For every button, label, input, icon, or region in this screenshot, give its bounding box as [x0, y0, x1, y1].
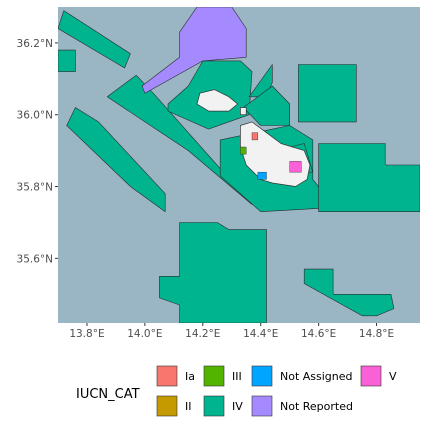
- x-tick-label: 13.8°E: [69, 328, 104, 340]
- legend-label: II: [185, 400, 192, 413]
- legend-key-v: [360, 365, 382, 387]
- x-tick-label: 14.6°E: [301, 328, 336, 340]
- protected-area-iv: [159, 222, 267, 323]
- legend-title: IUCN_CAT: [76, 387, 140, 402]
- protected-area-iv: [318, 143, 420, 212]
- legend-key-iv: [203, 395, 225, 417]
- map-panel: [58, 7, 420, 323]
- y-tick-label: 36.2°N: [17, 38, 53, 50]
- protected-area-iv: [298, 64, 357, 123]
- y-tick-label: 35.8°N: [17, 182, 53, 194]
- legend-label: V: [389, 370, 397, 383]
- legend-label: IV: [232, 400, 243, 413]
- legend-key-ia: [156, 365, 178, 387]
- legend-key-ii: [156, 395, 178, 417]
- x-tick-label: 14.0°E: [127, 328, 162, 340]
- legend-key-iii: [203, 365, 225, 387]
- legend-key-not-reported: [251, 395, 273, 417]
- protected-area-iii: [240, 146, 247, 155]
- legend-label: Not Assigned: [280, 370, 353, 383]
- x-tick-label: 14.4°E: [243, 328, 278, 340]
- protected-area-iv: [106, 74, 253, 205]
- legend-label: III: [232, 370, 242, 383]
- legend-label: Not Reported: [280, 400, 353, 413]
- protected-area-iv: [58, 10, 131, 69]
- protected-area-iv: [243, 85, 291, 126]
- legend-label: Ia: [185, 370, 195, 383]
- x-tick-label: 14.8°E: [359, 328, 394, 340]
- island-comino: [240, 107, 247, 116]
- protected-area-iv: [58, 49, 76, 72]
- island-gozo: [196, 89, 238, 112]
- map-axes: 13.8°E 14.0°E 14.2°E 14.4°E 14.6°E 14.8°E 35.6…: [17, 38, 395, 340]
- protected-area-not-reported: [141, 7, 247, 94]
- protected-area-not-assigned: [257, 171, 267, 180]
- y-tick-label: 35.6°N: [17, 253, 53, 265]
- protected-area-ia: [251, 132, 258, 141]
- x-tick-label: 14.2°E: [185, 328, 220, 340]
- legend-key-not-assigned: [251, 365, 273, 387]
- protected-area-iv: [303, 268, 395, 317]
- protected-area-iv: [66, 107, 166, 212]
- protected-area-v: [289, 161, 302, 173]
- y-tick-label: 36.0°N: [17, 110, 53, 122]
